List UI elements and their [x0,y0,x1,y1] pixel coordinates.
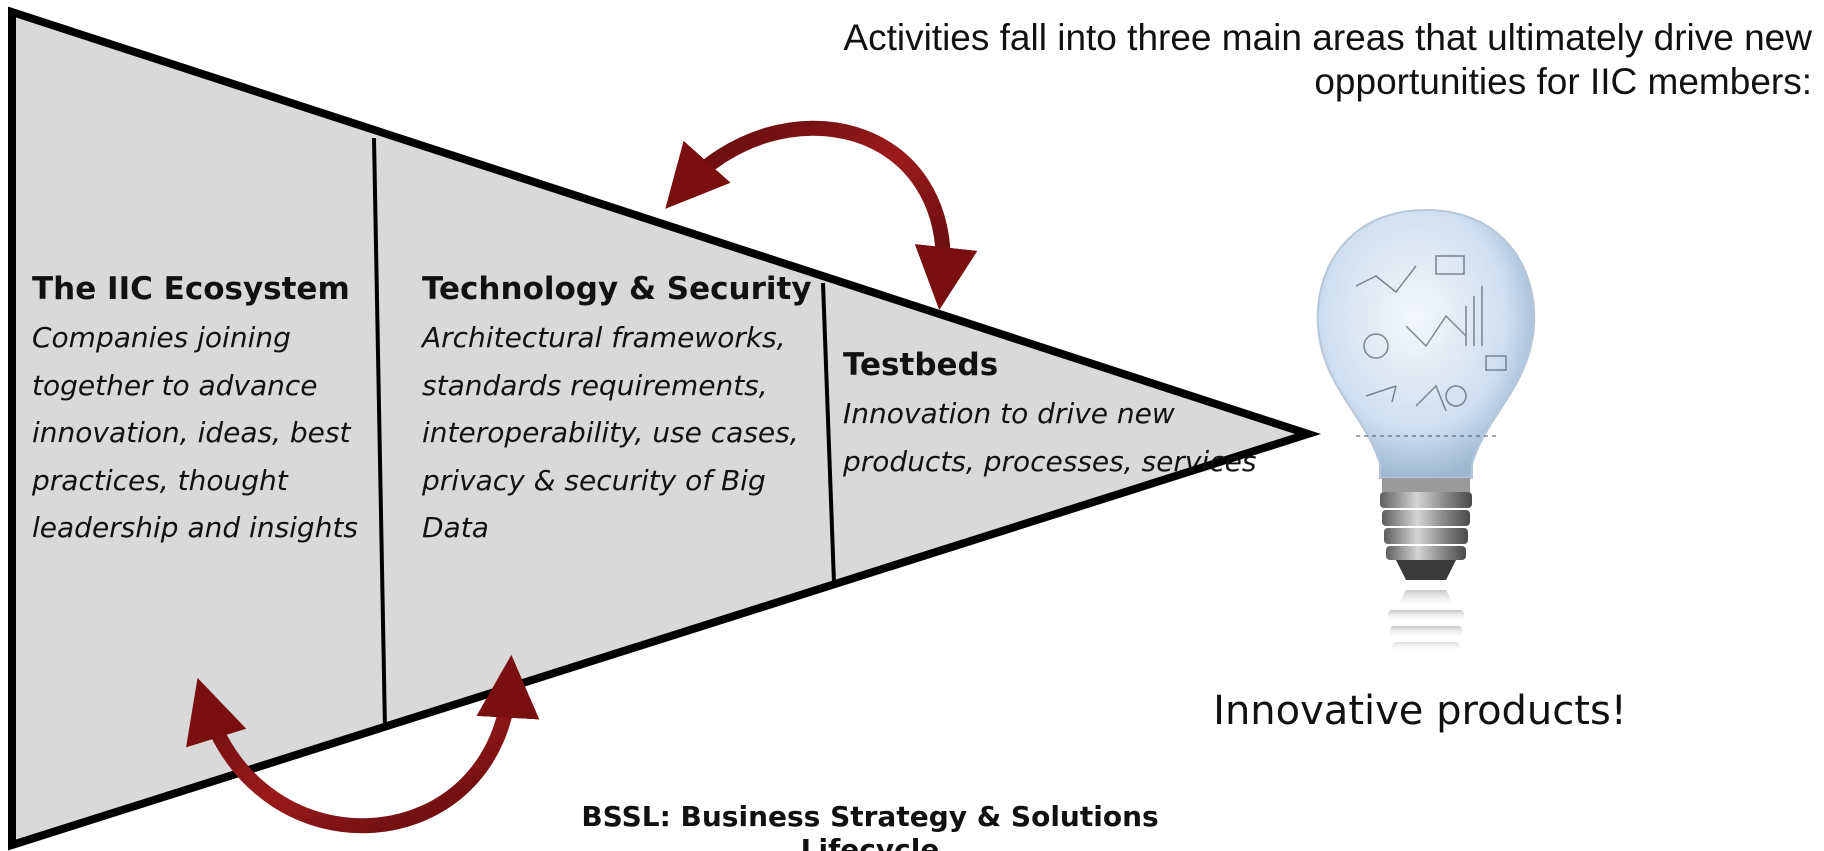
section-description: Innovation to drive new products, proces… [843,397,1257,478]
bulb-base [1380,492,1472,580]
innovative-products-caption: Innovative products! [1213,688,1627,734]
section-title: Testbeds [843,347,999,383]
section-title: Technology & Security [422,271,812,307]
curved-arrow-icon-bottom [186,654,540,834]
bssl-caption: BSSL: Business Strategy & Solutions Life… [581,800,1159,851]
bulb-sketch-doodles [1355,255,1507,437]
curved-arrow-icon-top [665,120,978,311]
bulb-reflection [1388,590,1464,652]
bulb-neck [1382,478,1470,492]
section-iic-ecosystem: The IIC Ecosystem Companies joining toge… [32,264,402,552]
bulb-glass [1316,208,1536,479]
funnel-shape [8,6,1322,851]
lightbulb-icon [1316,208,1536,652]
section-title: The IIC Ecosystem [32,271,350,307]
heading-line-2: opportunities for IIC members: [1314,61,1812,102]
section-divider-1 [372,137,387,731]
section-divider-2 [821,282,836,584]
diagram-heading: Activities fall into three main areas th… [612,16,1812,104]
heading-line-1: Activities fall into three main areas th… [843,17,1812,58]
section-description: Architectural frameworks, standards requ… [422,321,799,544]
section-testbeds: Testbeds Innovation to drive new product… [843,340,1263,485]
section-technology-security: Technology & Security Architectural fram… [422,264,822,552]
section-description: Companies joining together to advance in… [32,321,359,544]
